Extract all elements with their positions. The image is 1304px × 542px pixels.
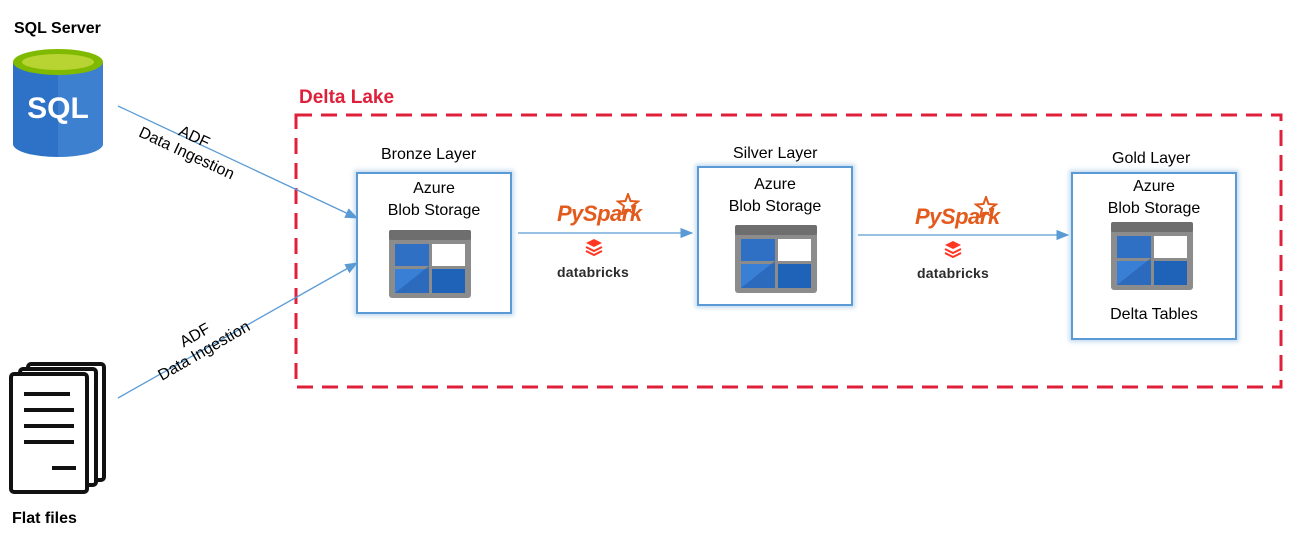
databricks-icon [944,240,962,265]
spark-star-icon [615,191,641,220]
bronze-layer-title: Bronze Layer [381,146,477,163]
sql-database-icon: SQL [13,48,103,160]
bronze-storage-label-1: Azure [413,180,455,197]
gold-storage-label-2: Blob Storage [1107,200,1201,217]
databricks-label-1: databricks [557,264,630,280]
databricks-label-2: databricks [917,265,990,281]
databricks-icon [585,238,603,263]
gold-layer-title: Gold Layer [1112,150,1191,167]
sql-icon-text: SQL [27,92,89,125]
ingestion-arrow-bottom [117,262,359,399]
documents-stack-icon [8,362,108,494]
delta-lake-title: Delta Lake [299,87,395,108]
blob-storage-icon [389,230,471,303]
pyspark-py-1: Py [557,201,583,226]
bronze-storage-label-2: Blob Storage [387,202,481,219]
spark-star-icon [973,194,999,223]
pyspark-py-2: Py [915,204,941,229]
silver-storage-label-1: Azure [754,176,796,193]
silver-storage-label-2: Blob Storage [728,198,822,215]
blob-storage-icon [1111,222,1193,295]
blob-storage-icon [735,225,817,298]
delta-lake-boundary [294,113,1283,389]
flat-files-title: Flat files [12,510,77,527]
ingestion-arrow-top [117,105,359,219]
silver-layer-box: Azure Blob Storage [697,166,853,306]
sql-server-title: SQL Server [14,20,101,37]
silver-layer-title: Silver Layer [733,145,818,162]
delta-tables-label: Delta Tables [1110,306,1198,323]
bronze-layer-box: Azure Blob Storage [356,172,512,314]
gold-storage-label-1: Azure [1133,178,1175,195]
gold-layer-box: Azure Blob Storage Delta Tables [1071,172,1237,340]
